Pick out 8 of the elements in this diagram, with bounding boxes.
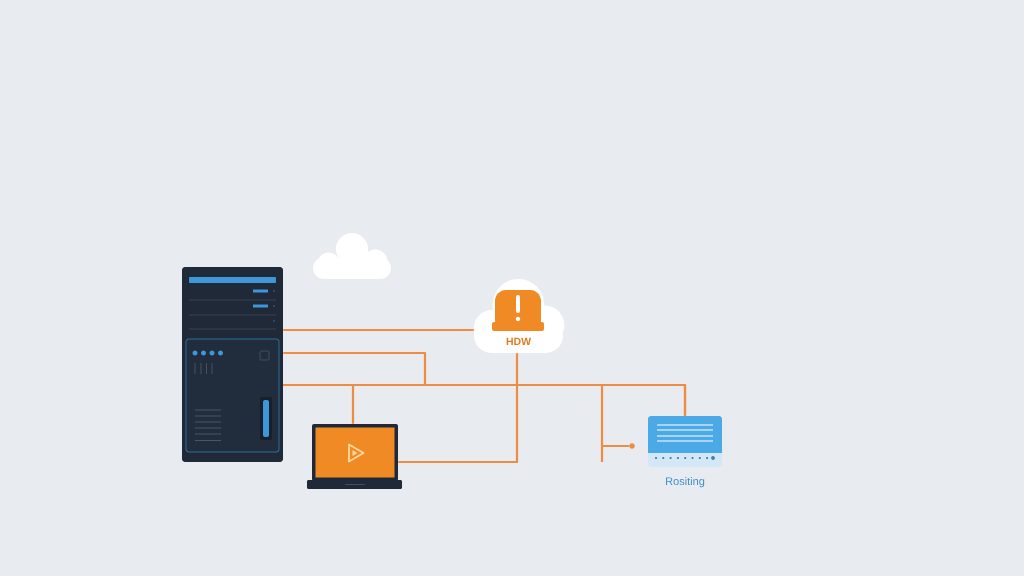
connector-line (398, 353, 519, 464)
device-label: Rositing (666, 477, 705, 488)
network-device (648, 416, 722, 467)
connector-line (283, 351, 687, 416)
connector-line (282, 383, 631, 464)
server-tower (182, 267, 283, 462)
laptop (307, 424, 402, 489)
connector-line (283, 328, 474, 332)
